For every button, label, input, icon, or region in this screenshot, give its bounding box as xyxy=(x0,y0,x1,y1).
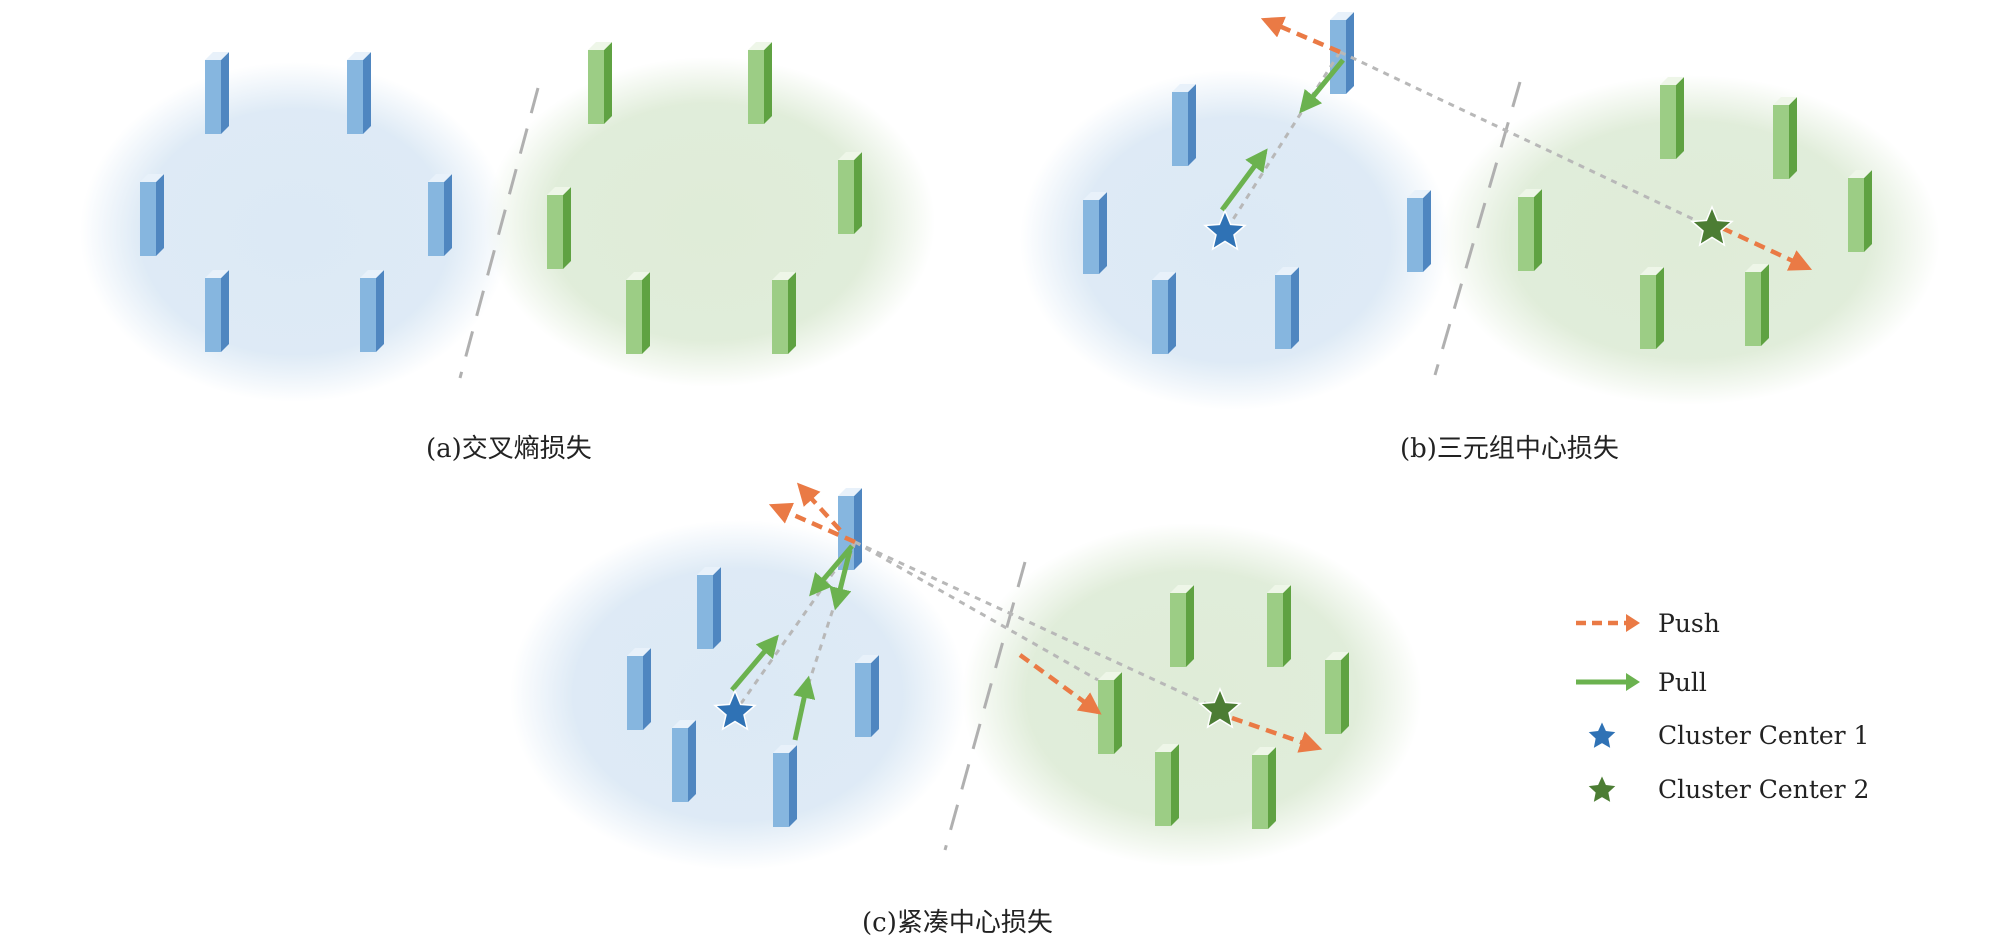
connector-to-other-center xyxy=(1339,50,1713,230)
connector xyxy=(854,540,1099,682)
feature-bar-class2 xyxy=(1773,97,1797,179)
pull-arrow xyxy=(809,544,854,597)
feature-bar-class2 xyxy=(588,42,612,124)
feature-bar-class1 xyxy=(627,648,651,730)
feature-bar-class2 xyxy=(1267,585,1291,667)
legend-pull-label: Pull xyxy=(1658,667,1707,697)
feature-bar-class1 xyxy=(1152,272,1176,354)
feature-bar-class2 xyxy=(1660,77,1684,159)
push-arrow xyxy=(1260,16,1341,55)
pull-arrow xyxy=(1299,58,1345,114)
feature-bar-class2 xyxy=(1252,747,1276,829)
feature-bar-class1 xyxy=(347,52,371,134)
legend-center1-label: Cluster Center 1 xyxy=(1658,720,1870,750)
solid-arrow-icon xyxy=(1572,665,1642,699)
blue-star-icon xyxy=(1572,718,1642,752)
class1-region xyxy=(510,520,966,870)
feature-bar-class2 xyxy=(1170,585,1194,667)
class2-region xyxy=(962,523,1422,867)
cluster-center-2-star xyxy=(1198,687,1242,729)
caption-b: (b)三元组中心损失 xyxy=(1400,434,1619,464)
feature-bar-class2 xyxy=(1745,264,1769,346)
feature-bar-class2 xyxy=(1518,189,1542,271)
push-arrow xyxy=(1018,653,1102,715)
feature-bar-class1 xyxy=(1172,84,1196,166)
feature-bar-class1 xyxy=(360,270,384,352)
caption-a: (a)交叉熵损失 xyxy=(426,434,592,464)
panel-b xyxy=(1020,12,1940,410)
feature-bar-class2 xyxy=(1848,170,1872,252)
class2-region xyxy=(485,57,935,387)
pull-arrow xyxy=(829,549,853,611)
class1-region xyxy=(80,62,510,402)
cluster-center-1-star xyxy=(1203,209,1247,251)
feature-bar-class1 xyxy=(1275,267,1299,349)
green-star-icon xyxy=(1572,772,1642,806)
legend-center1: Cluster Center 1 xyxy=(1572,718,1869,752)
feature-bar-class1 xyxy=(773,745,797,827)
pull-arrow xyxy=(1219,148,1268,212)
feature-bar-class1 xyxy=(1083,192,1107,274)
panel-a xyxy=(80,42,935,402)
feature-bar-class2 xyxy=(748,42,772,124)
feature-bar-class2 xyxy=(547,187,571,269)
decision-boundary xyxy=(458,87,540,379)
dashed-arrow-icon xyxy=(1572,606,1642,640)
feature-bar-class1 xyxy=(697,567,721,649)
push-arrow xyxy=(768,502,856,545)
connector xyxy=(733,541,857,713)
feature-bar-class2 xyxy=(838,152,862,234)
legend-push-label: Push xyxy=(1658,608,1720,638)
feature-bar-class1 xyxy=(672,720,696,802)
feature-bar-class2 xyxy=(772,272,796,354)
legend-center2: Cluster Center 2 xyxy=(1572,772,1869,806)
cluster-center-1-star xyxy=(713,689,757,731)
pull-arrow xyxy=(730,634,779,692)
feature-bar-class1 xyxy=(140,174,164,256)
feature-bar-class1 xyxy=(205,270,229,352)
push-arrow xyxy=(1231,715,1323,753)
feature-bar-class1 xyxy=(855,655,879,737)
push-arrow xyxy=(1721,225,1813,271)
pull-arrow xyxy=(792,675,816,741)
feature-bar-class2 xyxy=(1155,744,1179,826)
feature-bar-class1 xyxy=(1407,190,1431,272)
cluster-center-2-star xyxy=(1690,205,1734,247)
feature-bar-class1 xyxy=(428,174,452,256)
legend-push: Push xyxy=(1572,606,1720,640)
decision-boundary xyxy=(943,561,1027,851)
legend-center2-label: Cluster Center 2 xyxy=(1658,774,1870,804)
feature-bar-class2 xyxy=(626,272,650,354)
legend-pull: Pull xyxy=(1572,665,1707,699)
panel-c xyxy=(510,482,1422,870)
class2-region xyxy=(1440,75,1940,405)
feature-bar-class1 xyxy=(205,52,229,134)
caption-c: (c)紧凑中心损失 xyxy=(862,908,1053,938)
feature-bar-class2 xyxy=(1325,652,1349,734)
push-arrow xyxy=(796,482,842,532)
feature-bar-class2 xyxy=(1098,672,1122,754)
feature-bar-class2 xyxy=(1640,267,1664,349)
